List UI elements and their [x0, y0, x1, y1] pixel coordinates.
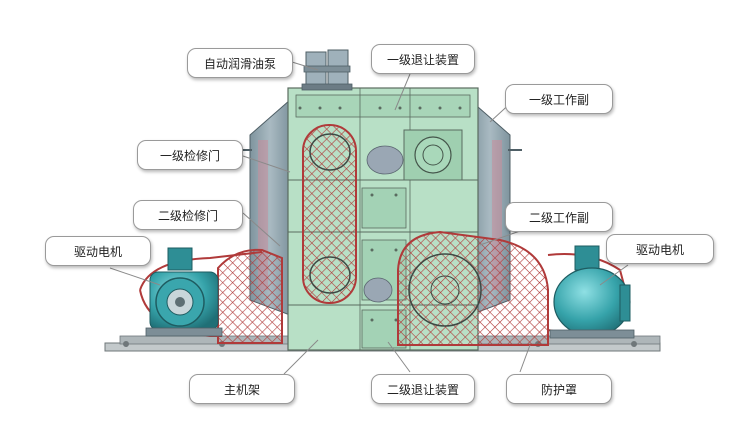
- leader-lines: [109, 61, 629, 375]
- stage1-belt-guard: [302, 124, 357, 304]
- callout-stage1-access-door: 一级检修门: [137, 140, 243, 170]
- callout-stage2-retreat: 二级退让装置: [371, 374, 475, 404]
- lube-pump-unit: [301, 49, 353, 91]
- callout-stage2-work-plate: 二级工作副: [505, 202, 613, 232]
- right-drive-motor: [549, 245, 635, 339]
- callout-stage1-work-plate: 一级工作副: [505, 84, 613, 114]
- callout-lube-pump: 自动润滑油泵: [187, 48, 293, 78]
- callout-drive-motor-right: 驱动电机: [606, 234, 714, 264]
- callout-drive-motor-left: 驱动电机: [45, 236, 151, 266]
- stage2-belt-guard: [397, 230, 549, 346]
- callout-main-frame: 主机架: [189, 374, 295, 404]
- callout-stage2-access-door: 二级检修门: [133, 200, 243, 230]
- left-drive-motor: [145, 247, 223, 337]
- callout-guard-cover: 防护罩: [506, 374, 612, 404]
- callout-stage1-retreat: 一级退让装置: [371, 44, 475, 74]
